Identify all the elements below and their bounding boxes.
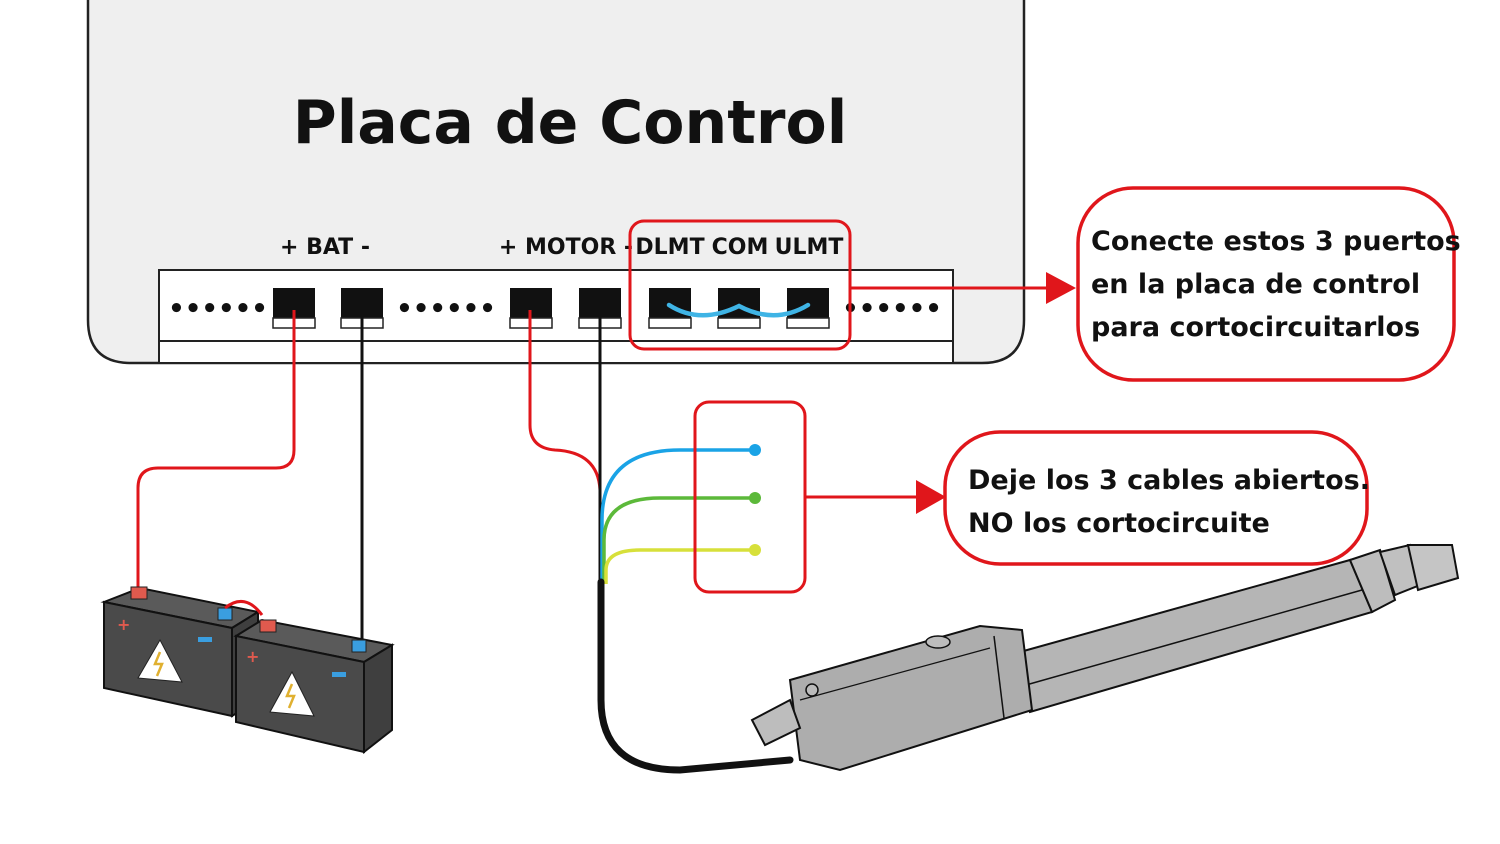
battery-2-side (363, 643, 393, 755)
motor-cable (597, 578, 794, 774)
label-dlmt: DLMT (635, 235, 704, 260)
label-motor: + MOTOR - (499, 235, 633, 260)
battery-1: + (100, 586, 261, 718)
board-title: Placa de Control (293, 88, 848, 158)
actuator-motor-housing (788, 624, 1034, 772)
filler-dots-middle: •••••• (396, 294, 496, 324)
battery-1-minus-mark (198, 637, 212, 642)
filler-dots-right: •••••• (842, 294, 942, 324)
battery-2: + (233, 618, 395, 755)
callout-open-cables-line-2: NO los cortocircuite (968, 508, 1270, 539)
actuator-release-knob (925, 635, 951, 649)
label-bat: + BAT - (280, 235, 370, 260)
battery-2-minus-mark (332, 672, 346, 677)
battery-1-positive-terminal (130, 586, 148, 600)
callout-short-ports-line-3: para cortocircuitarlos (1091, 312, 1420, 343)
limit-wire-blue (600, 448, 755, 580)
high-voltage-warning-icon (137, 638, 183, 683)
actuator-tube-line (1025, 589, 1363, 686)
battery-1-negative-terminal (217, 607, 233, 621)
actuator-housing-edge (799, 647, 991, 701)
battery-2-plus-mark: + (246, 647, 259, 666)
high-voltage-warning-icon (269, 670, 315, 717)
limit-ports-highlight (628, 219, 852, 351)
callout-open-cables-line-1: Deje los 3 cables abiertos. (968, 465, 1370, 496)
limit-wire-blue-end (749, 444, 761, 456)
battery-positive-wire (136, 310, 296, 592)
battery-2-negative-terminal (351, 639, 367, 653)
control-board: Placa de Control + BAT - + MOTOR - DLMT … (86, 0, 1026, 365)
battery-link-wire (224, 599, 264, 616)
motor-positive-wire (528, 310, 602, 582)
callout-short-ports: Conecte estos 3 puertos en la placa de c… (1076, 186, 1461, 382)
actuator-rod-clevis (1406, 544, 1460, 592)
callout-short-ports-line-1: Conecte estos 3 puertos (1091, 226, 1461, 257)
limit-wire-green (602, 496, 755, 582)
limit-wire-green-end (749, 492, 761, 504)
actuator-rear-mount (750, 698, 802, 747)
label-com: COM (712, 235, 769, 260)
limit-wire-yellow (604, 548, 755, 584)
actuator-tube (1018, 558, 1374, 714)
callout-short-ports-border (1076, 186, 1456, 382)
battery-2-positive-terminal (259, 619, 277, 633)
actuator-housing-seam (993, 635, 1005, 719)
callout-open-cables: Deje los 3 cables abiertos. NO los corto… (943, 430, 1370, 566)
battery-1-plus-mark: + (117, 615, 130, 634)
terminal-ulmt (786, 288, 830, 329)
callout-open-cables-border (943, 430, 1369, 566)
label-ulmt: ULMT (775, 235, 844, 260)
filler-dots-left: •••••• (168, 294, 268, 324)
callout-short-ports-line-2: en la placa de control (1091, 269, 1420, 300)
actuator-screw (805, 683, 819, 697)
linear-actuator (750, 543, 1460, 772)
arrow-to-open-callout (805, 480, 946, 514)
arrow-to-short-callout (850, 272, 1076, 304)
jumper-wire (666, 302, 811, 318)
limit-wire-yellow-end (749, 544, 761, 556)
